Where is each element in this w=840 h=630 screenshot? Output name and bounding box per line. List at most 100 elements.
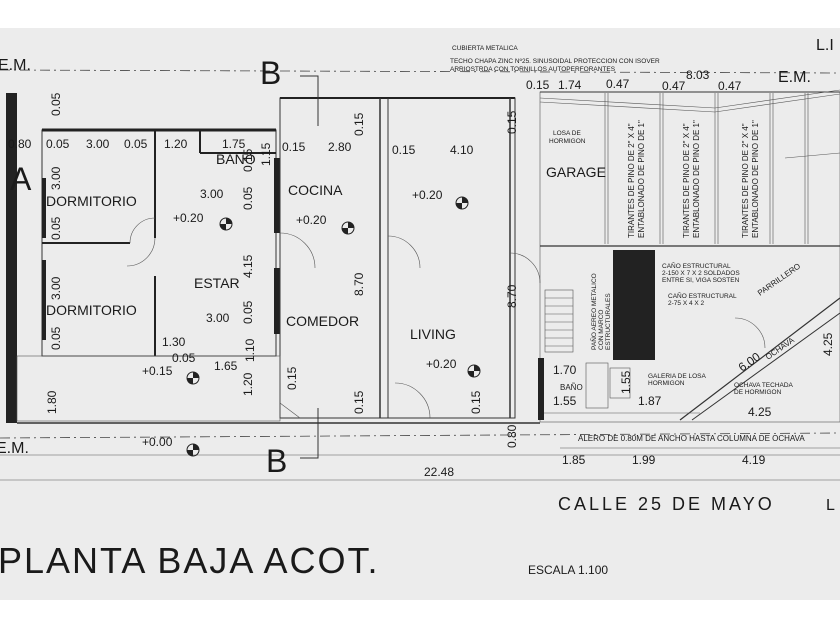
dim-v-4-25: 4.25 [821, 332, 835, 356]
dim-top-1-75: 1.75 [222, 137, 246, 151]
note-panio-1: PAÑO AEREO METALICO [589, 273, 598, 350]
dim-misc-1-55a: 1.55 [553, 394, 577, 408]
dim-bottom-22-48: 22.48 [424, 465, 454, 479]
roof-joists [539, 89, 840, 244]
dim-v-0-15c: 0.15 [352, 390, 366, 414]
stairs [544, 289, 574, 353]
note-losa-1: LOSA DE [553, 130, 581, 137]
dim-misc-3-00b: 3.00 [206, 311, 230, 325]
em-mark-top-right: E.M. [778, 69, 811, 86]
note-galeria-2: HORMIGON [648, 380, 685, 387]
dim-v-0-15d: 0.15 [505, 110, 519, 134]
dim-misc-4-25: 4.25 [748, 405, 772, 419]
dim-right-0-47a: 0.47 [606, 77, 630, 91]
note-galeria-1: GALERIA DE LOSA [648, 373, 706, 380]
room-dormitorio-2: DORMITORIO [46, 302, 137, 318]
room-cocina: COCINA [288, 182, 343, 198]
note-cano1-3: ENTRE SI, VIGA SOSTEN [662, 277, 740, 284]
note-tirantes-c1: TIRANTES DE PINO DE 2" X 4" [741, 123, 750, 238]
dim-top-3-00: 3.00 [86, 137, 110, 151]
em-mark-bottom-left: E.M. [0, 440, 29, 457]
dim-v-0-05c: 0.05 [49, 326, 63, 350]
dim-right-8-03: 8.03 [686, 68, 710, 82]
dim-misc-1-87: 1.87 [638, 394, 662, 408]
dim-v-8-70a: 8.70 [352, 272, 366, 296]
dim-misc-1-65: 1.65 [214, 359, 238, 373]
level-living-top: +0.20 [412, 188, 443, 202]
section-mark-a: A [10, 161, 32, 197]
note-tirantes-a2: ENTABLONADO DE PINO DE 1" [637, 120, 646, 238]
dim-top-1-20: 1.20 [164, 137, 188, 151]
roof-note-1: CUBIERTA METALICA [452, 45, 518, 52]
dim-right-0-47b: 0.47 [662, 79, 686, 93]
roof-note-2: TECHO CHAPA ZINC Nº25. SINUSOIDAL PROTEC… [450, 58, 660, 65]
dim-right-0-47c: 0.47 [718, 79, 742, 93]
dim-top-0-05a: 0.05 [46, 137, 70, 151]
dim-v-0-05d: 0.05 [241, 186, 255, 210]
note-ochava-techada-1: OCHAVA TECHADA [734, 382, 794, 389]
walls [6, 91, 840, 424]
dim-v-0-05a: 0.05 [49, 92, 63, 116]
section-mark-top: B [260, 55, 281, 91]
note-tirantes-a1: TIRANTES DE PINO DE 2" X 4" [627, 123, 636, 238]
note-ochava-techada-2: DE HORMIGON [734, 389, 782, 396]
level-markers [186, 196, 481, 457]
room-comedor: COMEDOR [286, 313, 359, 329]
dim-v-0-15e: 0.15 [469, 390, 483, 414]
dim-misc-1-30: 1.30 [162, 335, 186, 349]
dim-top-0-15a: 0.15 [282, 140, 306, 154]
dim-v-0-05b: 0.05 [49, 216, 63, 240]
bath-fixtures [544, 362, 700, 414]
note-cano1-1: CAÑO ESTRUCTURAL [662, 261, 731, 270]
dim-v-0-15b: 0.15 [285, 366, 299, 390]
dim-misc-1-70: 1.70 [553, 363, 577, 377]
room-dormitorio-1: DORMITORIO [46, 193, 137, 209]
section-cut-marks [300, 75, 319, 459]
plan-scale: ESCALA 1.100 [528, 563, 608, 577]
note-cano2-2: 2-75 X 4 X 2 [668, 300, 705, 307]
dim-top-2-80: 2.80 [328, 140, 352, 154]
dim-v-0-15f: 0.15 [241, 148, 255, 172]
note-tirantes-b2: ENTABLONADO DE PINO DE 1" [692, 120, 701, 238]
note-tirantes-b1: TIRANTES DE PINO DE 2" X 4" [682, 123, 691, 238]
floor-plan-sheet: E.M. E.M. E.M. L.I L B B A CUBIERTA META… [0, 28, 840, 600]
dim-bottom-1-99: 1.99 [632, 453, 656, 467]
room-bano: BAÑO [216, 151, 256, 167]
dim-v-3-00a: 3.00 [49, 166, 63, 190]
room-estar: ESTAR [194, 275, 240, 291]
level-cocina: +0.20 [296, 213, 327, 227]
dim-right-1-74: 1.74 [558, 78, 582, 92]
dim-misc-1-55b: 1.55 [619, 370, 633, 394]
level-patio: +0.15 [142, 364, 173, 378]
dim-v-0-15a: 0.15 [352, 112, 366, 136]
note-alero: ALERO DE 0.80M DE ANCHO HASTA COLUMNA DE… [578, 434, 805, 443]
level-estar: +0.20 [173, 211, 204, 225]
em-mark-top-left: E.M. [0, 57, 31, 74]
room-parrillero: PARRILLERO [756, 262, 802, 298]
dim-bottom-1-85: 1.85 [562, 453, 586, 467]
dim-v-1-80: 1.80 [45, 390, 59, 414]
note-cano2-1: CAÑO ESTRUCTURAL [668, 291, 737, 300]
dim-v-0-80: 0.80 [505, 424, 519, 448]
dim-misc-3-00a: 3.00 [200, 187, 224, 201]
door-swings [126, 217, 766, 419]
dim-v-1-10: 1.10 [243, 338, 257, 362]
dim-v-1-15: 1.15 [259, 142, 273, 166]
dim-top-0-80: 0.80 [8, 137, 32, 151]
street-name: CALLE 25 DE MAYO [558, 494, 775, 514]
note-losa-2: HORMIGON [549, 138, 586, 145]
dim-bottom-4-19: 4.19 [742, 453, 766, 467]
note-cano1-2: 2-150 X 7 X 2 SOLDADOS [662, 270, 740, 277]
level-living-bottom: +0.20 [426, 357, 457, 371]
dim-top-0-15b: 0.15 [392, 143, 416, 157]
dim-v-8-70b: 8.70 [505, 284, 519, 308]
room-living: LIVING [410, 326, 456, 342]
note-panio-3: ESTRUCTURALES [605, 293, 612, 350]
dim-misc-6-00: 6.00 [736, 349, 763, 374]
dim-v-0-05e: 0.05 [241, 300, 255, 324]
dim-v-3-00b: 3.00 [49, 276, 63, 300]
level-street: +0.00 [142, 435, 173, 449]
dim-v-4-15: 4.15 [241, 254, 255, 278]
dim-right-0-15: 0.15 [526, 78, 550, 92]
room-garage: GARAGE [546, 164, 606, 180]
